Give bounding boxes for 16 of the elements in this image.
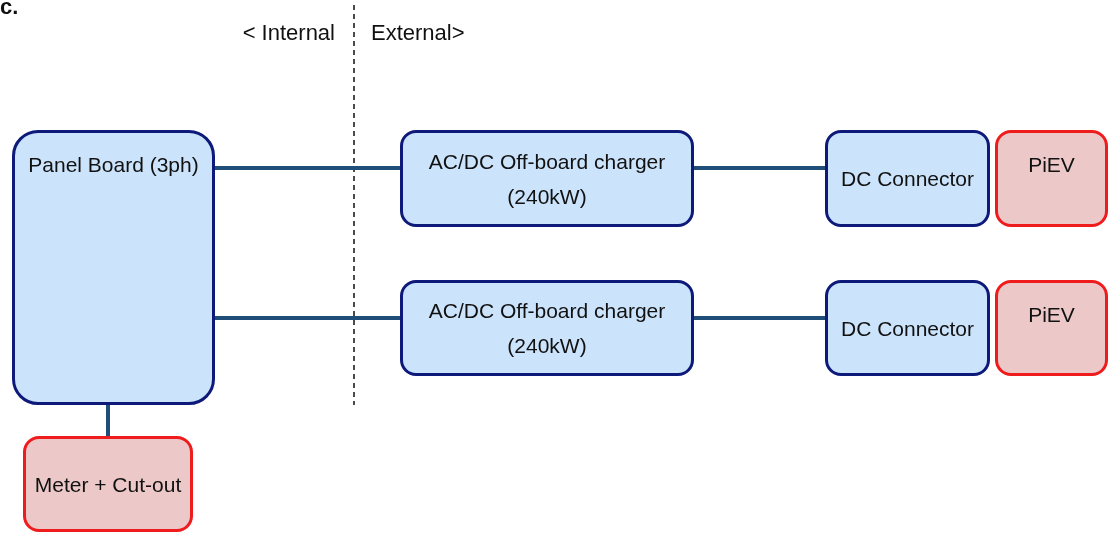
- device-box: Meter + Cut-out: [23, 436, 193, 532]
- device-box: PiEV: [995, 130, 1108, 227]
- equipment-box: AC/DC Off-board charger (240kW): [400, 130, 694, 227]
- equipment-box: AC/DC Off-board charger (240kW): [400, 280, 694, 376]
- equipment-box: DC Connector: [825, 280, 990, 376]
- connector-line: [215, 316, 400, 320]
- device-box: PiEV: [995, 280, 1108, 376]
- connector-line: [694, 166, 825, 170]
- region-label: External>: [371, 19, 465, 47]
- equipment-box: Panel Board (3ph): [12, 130, 215, 405]
- connector-line: [106, 405, 110, 436]
- connector-line: [215, 166, 400, 170]
- equipment-box: DC Connector: [825, 130, 990, 227]
- region-label: c.: [0, 0, 19, 21]
- region-label: < Internal: [242, 19, 335, 47]
- connector-line: [694, 316, 825, 320]
